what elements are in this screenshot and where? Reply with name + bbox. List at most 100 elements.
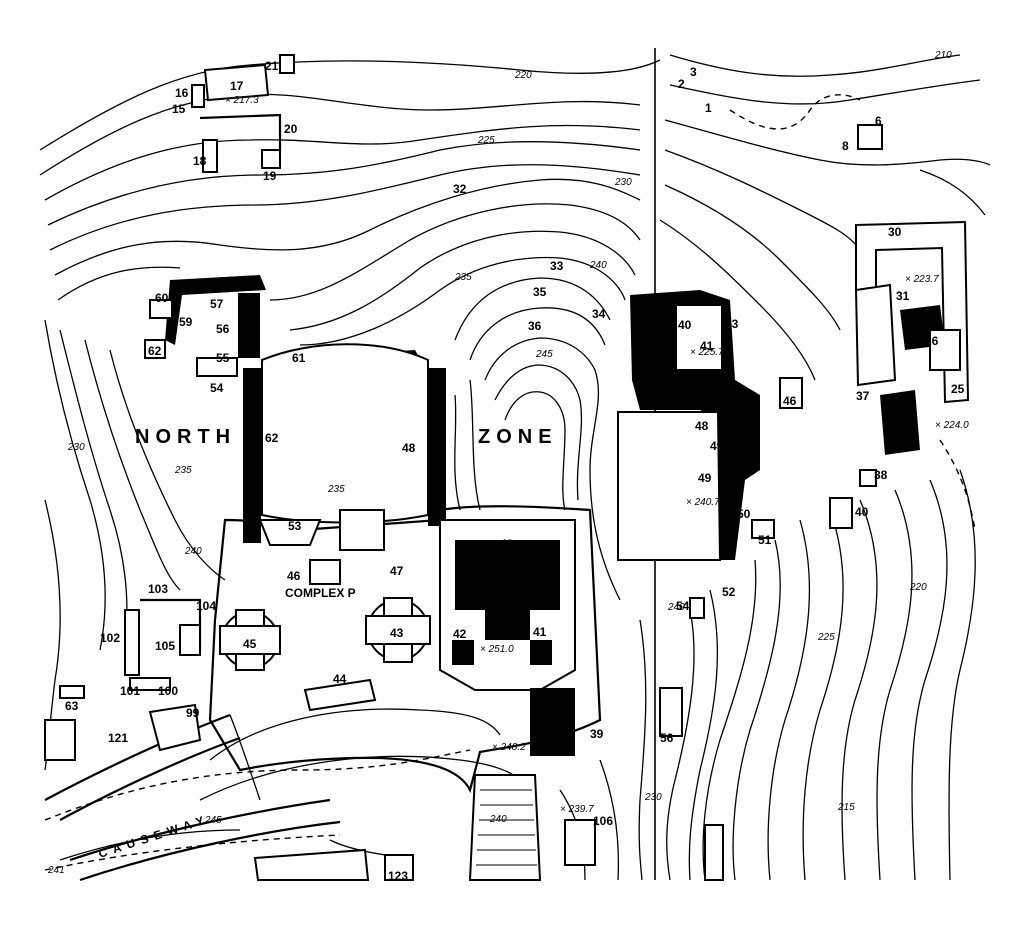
- contour-label: 230: [614, 177, 632, 188]
- radial-platform-44: [365, 597, 431, 663]
- structure-number: 42: [453, 627, 467, 641]
- structure-number: 56: [660, 731, 674, 745]
- structure-number: 8: [842, 139, 849, 153]
- structure-number: 43: [725, 317, 739, 331]
- structure-number: 46: [287, 569, 301, 583]
- structure-number: 36: [528, 319, 542, 333]
- structure-number: 26: [925, 334, 939, 348]
- structure-number: 103: [148, 582, 168, 596]
- structure-number: 44: [333, 672, 347, 686]
- structure-number: 46: [783, 394, 797, 408]
- structure-number: 38: [874, 468, 888, 482]
- contour-label: 240: [184, 546, 202, 557]
- spot-heights: × 217.3 × 223.7 × 224.0 × 251.0 × 240.7 …: [225, 95, 969, 815]
- east-acropolis: [617, 290, 803, 737]
- contour-label: 225: [477, 135, 495, 146]
- contour-label: 230: [644, 792, 662, 803]
- structure-number: 63: [65, 699, 79, 713]
- southwest-structures: [44, 598, 202, 761]
- spot-height: × 223.7: [905, 274, 939, 285]
- contour-label: 240: [589, 260, 607, 271]
- contour-label: 235: [327, 484, 345, 495]
- structure-number: 33: [550, 259, 564, 273]
- complex-label: COMPLEX P: [285, 586, 356, 600]
- structure-number: 40: [855, 505, 869, 519]
- structure-number: 17: [230, 79, 244, 93]
- zone-label-zone: ZONE: [478, 426, 558, 448]
- structure-number: 54: [676, 599, 690, 613]
- north-zone-enclosure: [144, 275, 602, 794]
- structure-number: 20: [284, 122, 298, 136]
- contour-label: 235: [454, 272, 472, 283]
- structure-number: 48: [402, 441, 416, 455]
- structure-number: 123: [388, 869, 408, 883]
- structure-number: 39: [590, 727, 604, 741]
- contour-label: 210: [934, 50, 952, 61]
- contour-label: 245: [204, 815, 222, 826]
- structure-number: 51: [758, 533, 772, 547]
- contour-label: 240: [667, 602, 685, 613]
- structure-number: 62: [148, 344, 162, 358]
- structure-number: 45: [243, 637, 257, 651]
- contour-label: 225: [817, 632, 835, 643]
- structure-number: 41: [533, 625, 547, 639]
- contour-labels: 210 220 225 230 235 235 240 245 220 225 …: [47, 50, 952, 876]
- contour-label: 220: [514, 70, 532, 81]
- structure-number: 1: [705, 101, 712, 115]
- northwest-structures: [191, 54, 295, 173]
- structure-number: 121: [108, 731, 128, 745]
- spot-height: × 217.3: [225, 95, 259, 106]
- structure-number: 54: [210, 381, 224, 395]
- structure-number: 58: [223, 276, 237, 290]
- spot-height: × 239.7: [560, 804, 594, 815]
- contour-label: 235: [174, 465, 192, 476]
- structure-number: 61: [292, 351, 306, 365]
- contour-label: 245: [535, 349, 553, 360]
- spot-height: × 224.0: [935, 420, 969, 431]
- structure-number: 16: [175, 86, 189, 100]
- structure-number: 15: [172, 102, 186, 116]
- radial-platform-46: [219, 609, 281, 671]
- structure-number: 3: [690, 65, 697, 79]
- structure-47: [309, 559, 341, 585]
- south-stairway: [253, 774, 724, 881]
- structure-number: 100: [158, 684, 178, 698]
- contour-label: 241: [47, 865, 65, 876]
- spot-height: × 251.0: [480, 644, 514, 655]
- structure-number: 43: [390, 626, 404, 640]
- structure-number: 49: [710, 439, 724, 453]
- spot-height: × 248.2: [492, 742, 526, 753]
- structure-number: 18: [193, 154, 207, 168]
- structure-number: 60: [155, 291, 169, 305]
- structure-number: 6: [875, 114, 882, 128]
- structure-number: 53: [288, 519, 302, 533]
- structure-number: 62: [265, 431, 279, 445]
- structure-number: 48: [695, 419, 709, 433]
- structure-number: 41: [700, 339, 714, 353]
- structure-number: 37: [856, 389, 870, 403]
- far-east-structures: [829, 124, 970, 529]
- structure-number: 102: [100, 631, 120, 645]
- structure-number: 42: [500, 537, 514, 551]
- structure-labels: 1 2 3 6 8 15 16 17 18 19 20 21 25 26 30 …: [65, 59, 965, 883]
- contour-label: 215: [837, 802, 855, 813]
- structure-number: 99: [186, 706, 200, 720]
- structure-number: 40: [678, 318, 692, 332]
- structure-number: 32: [453, 182, 467, 196]
- structure-number: 101: [120, 684, 140, 698]
- structure-number: 55: [216, 351, 230, 365]
- structure-number: 104: [196, 599, 216, 613]
- structure-number: 19: [263, 169, 277, 183]
- structure-number: 30: [888, 225, 902, 239]
- structure-number: 21: [265, 59, 279, 73]
- spot-height: × 225.7: [690, 347, 724, 358]
- structure-number: 57: [210, 297, 224, 311]
- spot-height: × 240.7: [686, 497, 720, 508]
- contour-label: 240: [489, 814, 507, 825]
- contour-label: 220: [909, 582, 927, 593]
- structure-45: [303, 678, 377, 712]
- structure-number: 59: [179, 315, 193, 329]
- structure-number: 47: [390, 564, 404, 578]
- structure-number: 31: [896, 289, 910, 303]
